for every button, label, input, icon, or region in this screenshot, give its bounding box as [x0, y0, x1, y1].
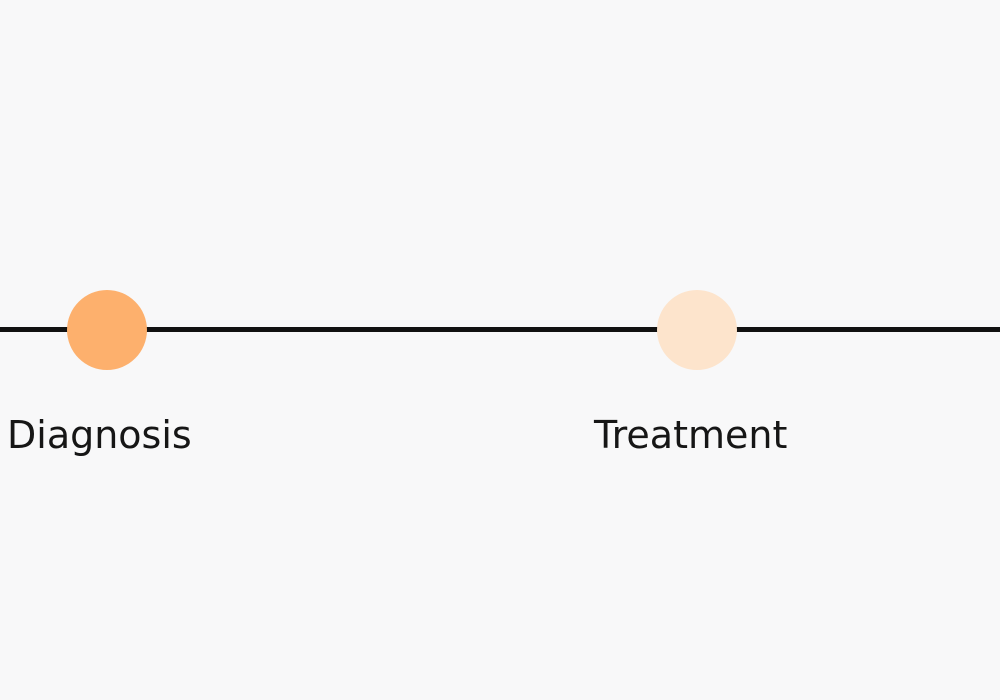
timeline-track: [0, 327, 1000, 332]
step-label-treatment: Treatment: [594, 413, 788, 457]
step-node-treatment[interactable]: [657, 290, 737, 370]
step-label-diagnosis: Diagnosis: [7, 413, 192, 457]
step-node-diagnosis[interactable]: [67, 290, 147, 370]
